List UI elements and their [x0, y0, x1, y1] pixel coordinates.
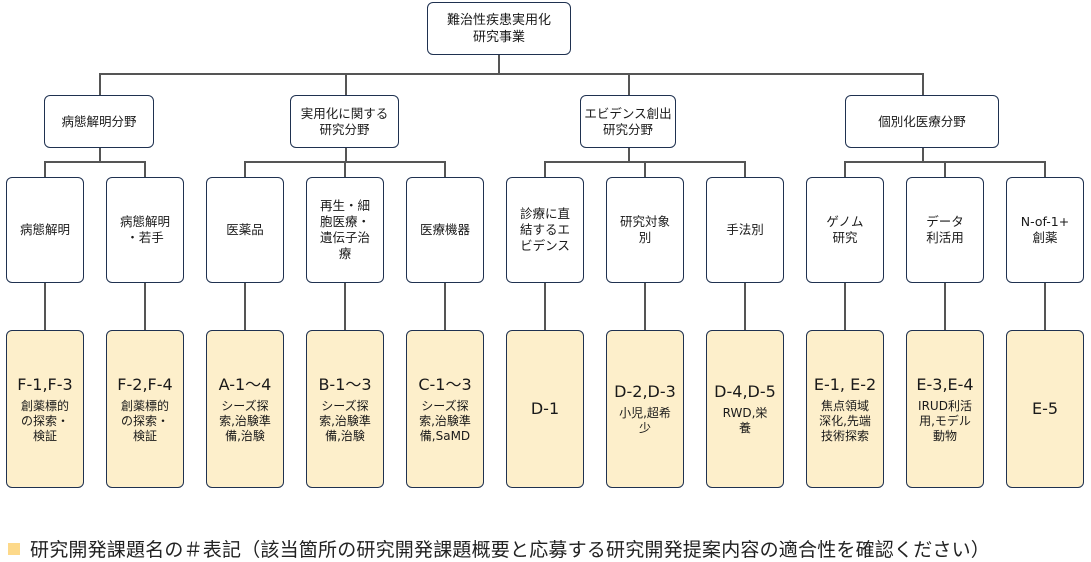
code-description: シーズ探 索,治験準 備,治験 — [219, 398, 271, 443]
legend-swatch — [8, 542, 20, 555]
code-description: シーズ探 索,治験準 備,SaMD — [419, 398, 471, 443]
code-description: RWD,栄 養 — [722, 406, 768, 435]
legend-text: 研究開発課題名の＃表記（該当箇所の研究開発課題概要と応募する研究開発提案内容の適… — [30, 539, 991, 561]
code-id: E-3,E-4 — [916, 374, 974, 394]
field-node: 病態解明分野 — [44, 95, 154, 148]
code-id: F-2,F-4 — [117, 374, 173, 394]
subfield-node: N-of-1+ 創薬 — [1006, 177, 1084, 283]
root-label: 難治性疾患実用化 研究事業 — [446, 12, 551, 45]
connector-subfield-up — [1044, 162, 1046, 177]
subfield-label: N-of-1+ 創薬 — [1020, 214, 1070, 245]
code-id: D-2,D-3 — [614, 382, 676, 401]
connector-field-0-down — [99, 148, 101, 163]
subfield-label: 医療機器 — [419, 222, 470, 237]
subfield-label: 診療に直 結するエ ビデンス — [519, 206, 570, 253]
subfield-label: 研究対象 別 — [619, 214, 670, 245]
code-id: E-5 — [1031, 399, 1059, 418]
connector-code-up — [244, 283, 246, 330]
code-node: B-1～3 シーズ探 索,治験準 備,治験 — [306, 330, 384, 488]
field-label: エビデンス創出 研究分野 — [584, 105, 672, 137]
subfield-node: 診療に直 結するエ ビデンス — [506, 177, 584, 283]
code-node: C-1～3 シーズ探 索,治験準 備,SaMD — [406, 330, 484, 488]
connector-subfield-up — [244, 162, 246, 177]
subfield-label: 病態解明 — [19, 222, 70, 237]
subfield-node: 研究対象 別 — [606, 177, 684, 283]
subfield-node: 手法別 — [706, 177, 784, 283]
subfield-label: データ 利活用 — [926, 214, 964, 245]
connector-field-0-bus — [44, 161, 146, 163]
code-description: IRUD利活 用,モデル 動物 — [918, 398, 972, 443]
code-description: 小児,超希 少 — [619, 406, 671, 435]
root-node: 難治性疾患実用化 研究事業 — [427, 2, 571, 55]
code-id: B-1～3 — [318, 374, 372, 394]
connector-subfield-up — [944, 162, 946, 177]
code-id: F-1,F-3 — [17, 374, 73, 394]
code-description: 創薬標的 の探索・ 検証 — [120, 398, 169, 443]
connector-field-3-down — [922, 148, 924, 163]
subfield-node: 医薬品 — [206, 177, 284, 283]
code-id: C-1～3 — [418, 374, 472, 394]
connector-field-1-down — [345, 148, 347, 163]
connector-field-0-up — [99, 74, 101, 95]
connector-code-up — [444, 283, 446, 330]
subfield-node: 病態解明 — [6, 177, 84, 283]
code-id: A-1～4 — [218, 374, 272, 394]
connector-code-up — [944, 283, 946, 330]
connector-subfield-up — [544, 162, 546, 177]
code-node: F-1,F-3 創薬標的 の探索・ 検証 — [6, 330, 84, 488]
code-node: A-1～4 シーズ探 索,治験準 備,治験 — [206, 330, 284, 488]
code-description: 創薬標的 の探索・ 検証 — [20, 398, 69, 443]
code-node: D-1 — [506, 330, 584, 488]
field-label: 個別化医療分野 — [878, 113, 966, 129]
subfield-node: データ 利活用 — [906, 177, 984, 283]
subfield-label: 病態解明 ・若手 — [119, 214, 170, 245]
connector-subfield-up — [744, 162, 746, 177]
code-id: D-1 — [530, 399, 560, 418]
field-label: 実用化に関する 研究分野 — [300, 105, 389, 137]
connector-subfield-up — [844, 162, 846, 177]
subfield-label: 再生・細 胞医療・ 遺伝子治 療 — [319, 198, 370, 261]
connector-code-up — [44, 283, 46, 330]
field-node: エビデンス創出 研究分野 — [580, 95, 676, 148]
code-node: D-2,D-3 小児,超希 少 — [606, 330, 684, 488]
connector-code-up — [744, 283, 746, 330]
subfield-node: 医療機器 — [406, 177, 484, 283]
field-label: 病態解明分野 — [61, 113, 137, 129]
field-node: 個別化医療分野 — [845, 95, 999, 148]
connector-code-up — [344, 283, 346, 330]
legend: 研究開発課題名の＃表記（該当箇所の研究開発課題概要と応募する研究開発提案内容の適… — [8, 535, 990, 562]
connector-root-bus — [99, 73, 924, 75]
code-node: E-1, E-2 焦点領域 深化,先端 技術探索 — [806, 330, 884, 488]
connector-subfield-up — [344, 162, 346, 177]
subfield-node: 再生・細 胞医療・ 遺伝子治 療 — [306, 177, 384, 283]
connector-code-up — [644, 283, 646, 330]
subfield-label: 手法別 — [726, 222, 764, 237]
code-description: 焦点領域 深化,先端 技術探索 — [819, 398, 871, 443]
connector-subfield-up — [644, 162, 646, 177]
connector-code-up — [844, 283, 846, 330]
code-node: F-2,F-4 創薬標的 の探索・ 検証 — [106, 330, 184, 488]
connector-subfield-up — [44, 162, 46, 177]
subfield-label: ゲノム 研究 — [826, 214, 864, 245]
connector-field-1-up — [345, 74, 347, 95]
connector-code-up — [144, 283, 146, 330]
code-id: D-4,D-5 — [714, 382, 776, 401]
connector-code-up — [544, 283, 546, 330]
subfield-label: 医薬品 — [226, 222, 264, 237]
code-description: シーズ探 索,治験準 備,治験 — [319, 398, 371, 443]
code-node: E-5 — [1006, 330, 1084, 488]
subfield-node: 病態解明 ・若手 — [106, 177, 184, 283]
subfield-node: ゲノム 研究 — [806, 177, 884, 283]
connector-field-2-down — [628, 148, 630, 163]
connector-field-3-up — [922, 74, 924, 95]
connector-field-2-up — [628, 74, 630, 95]
connector-subfield-up — [144, 162, 146, 177]
connector-code-up — [1044, 283, 1046, 330]
connector-root-down — [498, 55, 500, 74]
field-node: 実用化に関する 研究分野 — [290, 95, 399, 148]
code-id: E-1, E-2 — [813, 374, 877, 394]
connector-subfield-up — [444, 162, 446, 177]
